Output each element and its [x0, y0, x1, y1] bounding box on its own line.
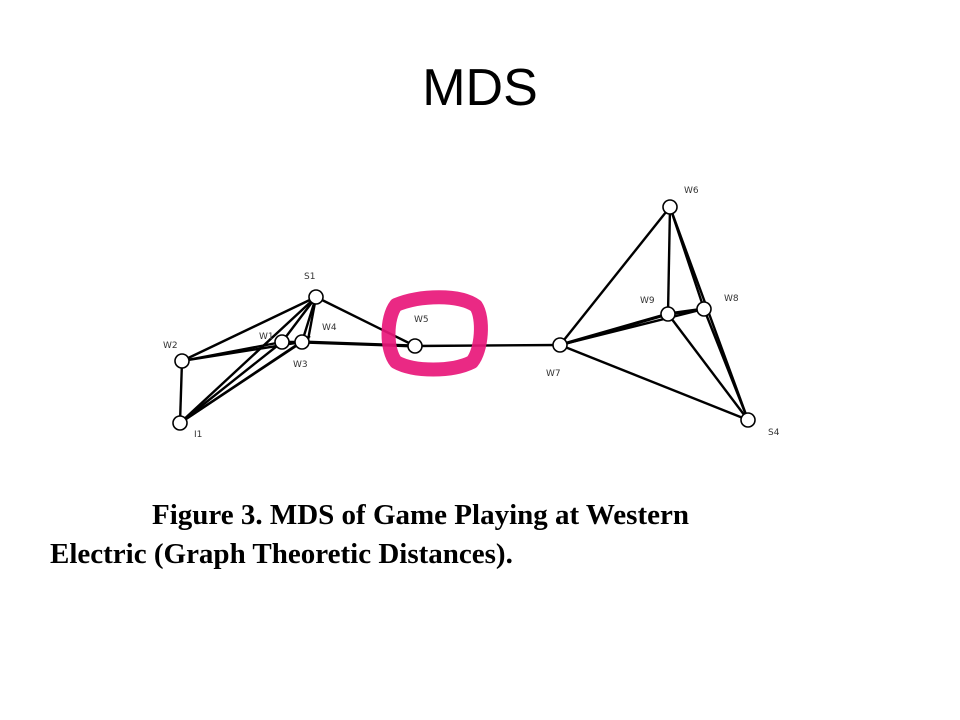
edge-s1-i1: [179, 296, 317, 424]
edge-w7-w6: [559, 206, 671, 346]
node-i1: [172, 415, 188, 431]
caption-line-2: Electric (Graph Theoretic Distances).: [50, 538, 513, 570]
edge-w9-s4: [667, 313, 749, 421]
node-w2: [174, 353, 190, 369]
edge-s1-w1: [281, 296, 317, 343]
node-w8: [696, 301, 712, 317]
node-labels: S1 W2 W1 W4 W3 I1 W5 W7 W6 W9 W8 S4: [163, 186, 780, 440]
edge-w6-w9: [666, 206, 672, 315]
edge-w7-s4: [559, 343, 749, 422]
edge-w8-s4: [702, 308, 750, 421]
node-w6: [662, 199, 678, 215]
node-w3: [294, 334, 310, 350]
caption-line-1: Figure 3. MDS of Game Playing at Western: [152, 499, 689, 531]
edge-i1-w1: [179, 341, 283, 424]
label-s4: S4: [768, 428, 780, 438]
label-w9: W9: [640, 296, 655, 306]
label-w8: W8: [724, 294, 739, 304]
edge-s1-w5: [315, 295, 416, 348]
label-w1: W1: [259, 332, 274, 342]
edge-w2-i1: [178, 360, 184, 424]
edge-w7-w8: [559, 307, 705, 347]
label-w6: W6: [684, 186, 699, 196]
slide-title: MDS: [422, 59, 538, 117]
label-w2: W2: [163, 341, 178, 351]
label-w3: W3: [293, 360, 308, 370]
highlight-circle: [381, 290, 488, 377]
figure-caption: Figure 3. MDS of Game Playing at Western…: [50, 496, 880, 574]
label-i1: I1: [194, 430, 202, 440]
edge-w3-w5: [301, 340, 416, 348]
edge-s1-w2: [181, 295, 317, 363]
node-w7: [552, 337, 568, 353]
node-w9: [660, 306, 676, 322]
label-w4: W4: [322, 323, 337, 333]
node-w5: [407, 338, 423, 354]
node-w1: [274, 334, 290, 350]
edge-i1-w4: [179, 335, 311, 424]
label-w7: W7: [546, 369, 561, 379]
label-s1: S1: [304, 272, 315, 282]
node-s1: [308, 289, 324, 305]
nodes: [172, 199, 756, 431]
edge-w5-w7: [414, 343, 561, 348]
label-w5: W5: [414, 315, 429, 325]
node-s4: [740, 412, 756, 428]
